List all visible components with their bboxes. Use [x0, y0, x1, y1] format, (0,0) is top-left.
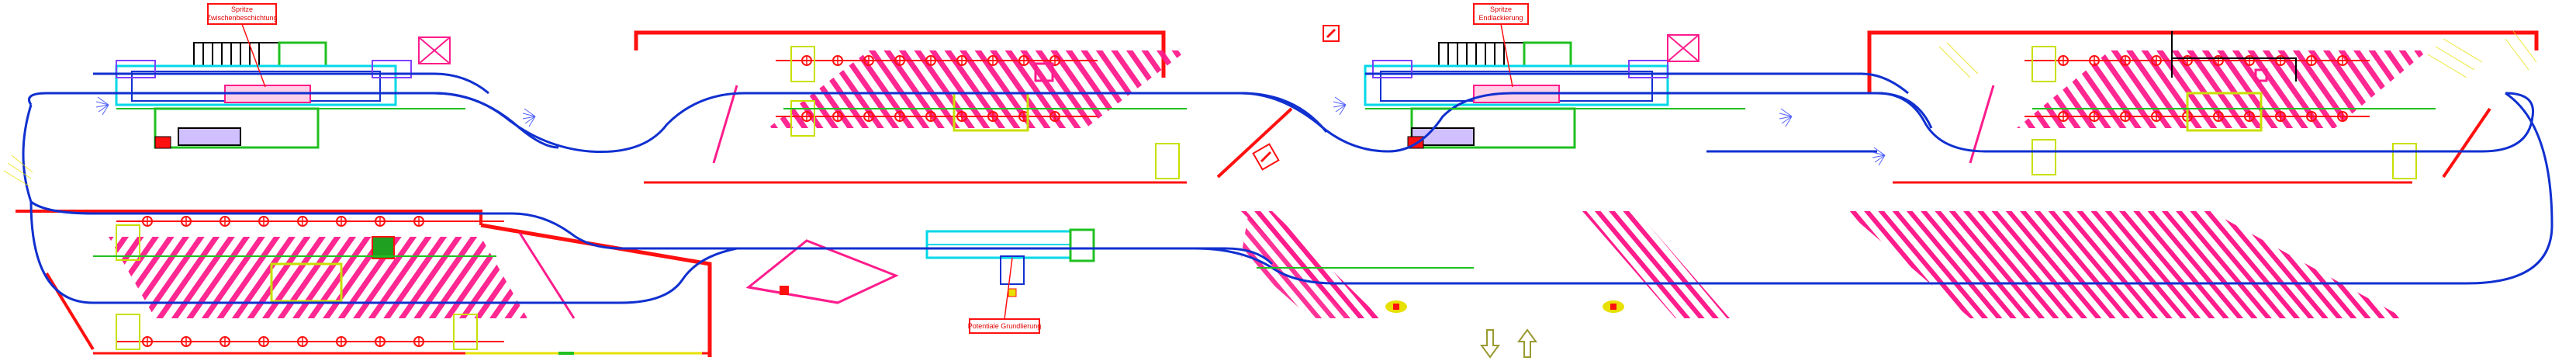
green-rails	[93, 108, 2436, 269]
drying-hall-2	[1867, 30, 2539, 184]
spray-pattern	[3, 30, 2537, 187]
callout-endlackierung: Spritze Endlackierung	[1473, 3, 1529, 88]
transfer-unit	[745, 239, 899, 304]
transfer-bridge	[925, 228, 1095, 297]
callout-grundierung: Potentiale Grundlierung	[968, 257, 1042, 334]
drying-hall-1	[634, 30, 1187, 184]
up-arrow-icon	[1517, 328, 1537, 358]
svg-text:Zwischenbeschichtung: Zwischenbeschichtung	[206, 14, 277, 22]
svg-text:Endlackierung: Endlackierung	[1478, 14, 1523, 22]
storage-block-1	[1241, 211, 1407, 318]
spray-booth-2	[1364, 34, 1699, 149]
svg-text:Spritze: Spritze	[231, 5, 253, 13]
callout-zwischenbeschichtung: Spritze Zwischenbeschichtung	[206, 3, 278, 88]
spray-booth-1	[115, 36, 451, 149]
storage-block-3	[1846, 211, 2405, 318]
svg-text:Potentiale Grundlierung: Potentiale Grundlierung	[968, 322, 1042, 330]
svg-text:Spritze: Spritze	[1490, 5, 1512, 13]
down-arrow-icon	[1480, 329, 1500, 359]
storage-block-2	[1582, 211, 1730, 318]
conveyor-track	[22, 72, 2554, 304]
marker-red-diamond	[1252, 143, 1280, 171]
drying-hall-3	[16, 210, 712, 357]
